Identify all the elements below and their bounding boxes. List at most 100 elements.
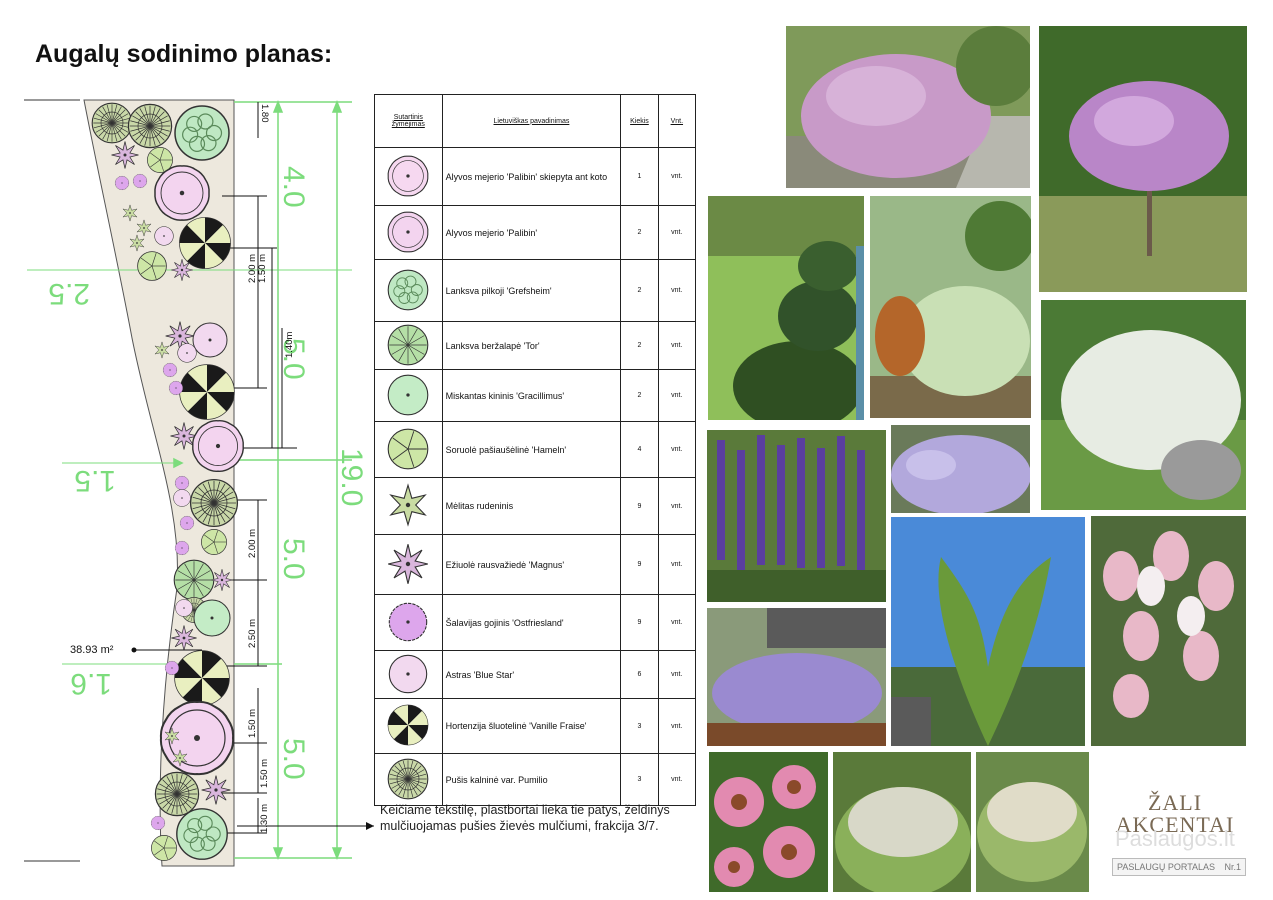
legend-unit: vnt. (657, 259, 697, 322)
salvia-plant-icon (115, 176, 129, 190)
pine-plant-icon (127, 103, 173, 149)
sesleria-plant-icon (122, 204, 138, 222)
dim-small-5: 2.00 m (247, 529, 258, 558)
legend-qty: 4 (620, 421, 659, 478)
photo-spiraea-tor (870, 196, 1031, 418)
aster-plant-icon (192, 322, 228, 358)
dim-small-3: 1.50 m (257, 254, 268, 283)
pine-symbol-icon (374, 753, 443, 806)
salvia-plant-icon (151, 816, 165, 830)
photo-lilac-tree (1039, 26, 1247, 292)
aster-symbol-icon (374, 650, 443, 699)
sesleria-symbol-icon (374, 477, 443, 535)
lilac-plant-icon (192, 420, 244, 472)
watermark: Paslaugos.lt (1115, 826, 1235, 851)
legend-unit: vnt. (657, 753, 697, 806)
sesleria-plant-icon (164, 727, 180, 745)
echinacea-plant-icon (111, 141, 139, 169)
salvia-plant-icon (163, 363, 177, 377)
echinacea-symbol-icon (374, 534, 443, 595)
portal-badge[interactable]: PASLAUGŲ PORTALAS Nr.1 (1112, 858, 1246, 876)
legend-plant-name: Soruolė pašiaušėlinė 'Hameln' (441, 421, 622, 478)
dim-5-0-c: 5.0 (277, 738, 310, 780)
sesleria-plant-icon (136, 219, 152, 237)
salvia-plant-icon (180, 516, 194, 530)
pine-plant-icon (154, 771, 200, 817)
pine-plant-icon (189, 478, 239, 528)
legend-unit: vnt. (657, 698, 697, 754)
sesleria-plant-icon (172, 749, 188, 767)
pine-plant-icon (91, 102, 133, 144)
echinacea-plant-icon (171, 625, 197, 651)
legend-qty: 2 (620, 205, 659, 260)
planting-note: Keičiame tekstilę, plastbortai lieka tie… (380, 803, 670, 833)
legend-plant-name: Lanksva beržalapė 'Tor' (441, 321, 622, 370)
dim-19-0: 19.0 (335, 448, 368, 506)
photo-pine-mugo (708, 196, 864, 420)
echinacea-plant-icon (211, 569, 233, 591)
photo-spiraea-grefsheim (1041, 300, 1246, 510)
legend-qty: 1 (620, 147, 659, 206)
dim-small-6: 2.50 m (247, 619, 258, 648)
legend-plant-name: Šalavijas gojinis 'Ostfriesland' (441, 594, 622, 651)
photo-hydrangea (1091, 516, 1246, 746)
pennisetum-plant-icon (137, 251, 167, 281)
spiraea-tor-plant-icon (173, 559, 215, 601)
legend-plant-name: Miskantas kininis 'Gracillimus' (441, 369, 622, 422)
legend-unit: vnt. (657, 477, 697, 535)
legend-plant-name: Hortenzija šluotelinė 'Vanille Fraise' (441, 698, 622, 754)
dim-5-0-b: 5.0 (277, 538, 310, 580)
brand-line-1: ŽALI (1147, 790, 1203, 815)
page-title: Augalų sodinimo planas: (35, 40, 333, 68)
brand-logo: ŽALI AKCENTAI (1100, 770, 1250, 890)
hydrangea-plant-icon (179, 217, 231, 269)
legend-qty: 3 (620, 698, 659, 754)
legend-plant-name: Alyvos mejerio 'Palibin' (441, 205, 622, 260)
photo-pennisetum-2 (976, 752, 1089, 892)
legend-qty: 2 (620, 321, 659, 370)
salvia-plant-icon (175, 541, 189, 555)
hydrangea-plant-icon (179, 364, 235, 420)
legend-plant-name: Mėlitas rudeninis (441, 477, 622, 535)
pennisetum-symbol-icon (374, 421, 443, 478)
portal-label: PASLAUGŲ PORTALAS (1117, 862, 1216, 872)
legend-plant-name: Astras 'Blue Star' (441, 650, 622, 699)
area-label: 38.93 m² (70, 644, 114, 656)
sesleria-plant-icon (154, 341, 170, 359)
brand-line-2: AKCENTAI (1115, 812, 1235, 837)
salvia-plant-icon (169, 381, 183, 395)
portal-number: Nr.1 (1224, 862, 1241, 872)
dim-small-4: 1.40m (284, 332, 295, 358)
photo-lilac-bush (786, 26, 1030, 188)
legend-qty: 9 (620, 534, 659, 595)
legend-row: Alyvos mejerio 'Palibin' skiepyta ant ko… (374, 147, 697, 206)
legend-header-name: Lietuviškas pavadinimas (441, 94, 622, 148)
hydrangea-plant-icon (174, 650, 230, 706)
dim-small-1: 1.80 (259, 104, 270, 123)
legend-qty: 2 (620, 369, 659, 422)
sesleria-plant-icon (129, 234, 145, 252)
legend-unit: vnt. (657, 421, 697, 478)
legend-header-symbol: Sutartinis žymėjimas (374, 94, 443, 148)
pennisetum-plant-icon (147, 147, 173, 173)
pennisetum-plant-icon (151, 835, 177, 861)
dim-1-6: 1.6 (70, 667, 112, 700)
pennisetum-plant-icon (201, 529, 227, 555)
legend-header-qty: Kiekis (620, 94, 659, 148)
legend-header-unit: Vnt. (657, 94, 697, 148)
planting-plan: 4.0 5.0 5.0 5.0 19.0 2.5 1.5 1.6 (24, 99, 374, 867)
salvia-plant-icon (133, 174, 147, 188)
legend-qty: 9 (620, 594, 659, 651)
photo-aster (891, 425, 1030, 513)
lilac-symbol-icon (374, 205, 443, 260)
legend-unit: vnt. (657, 205, 697, 260)
legend-unit: vnt. (657, 147, 697, 206)
spiraea-grey-plant-icon (176, 808, 228, 860)
photo-miscanthus (891, 517, 1085, 746)
miscanthus-symbol-icon (374, 369, 443, 422)
